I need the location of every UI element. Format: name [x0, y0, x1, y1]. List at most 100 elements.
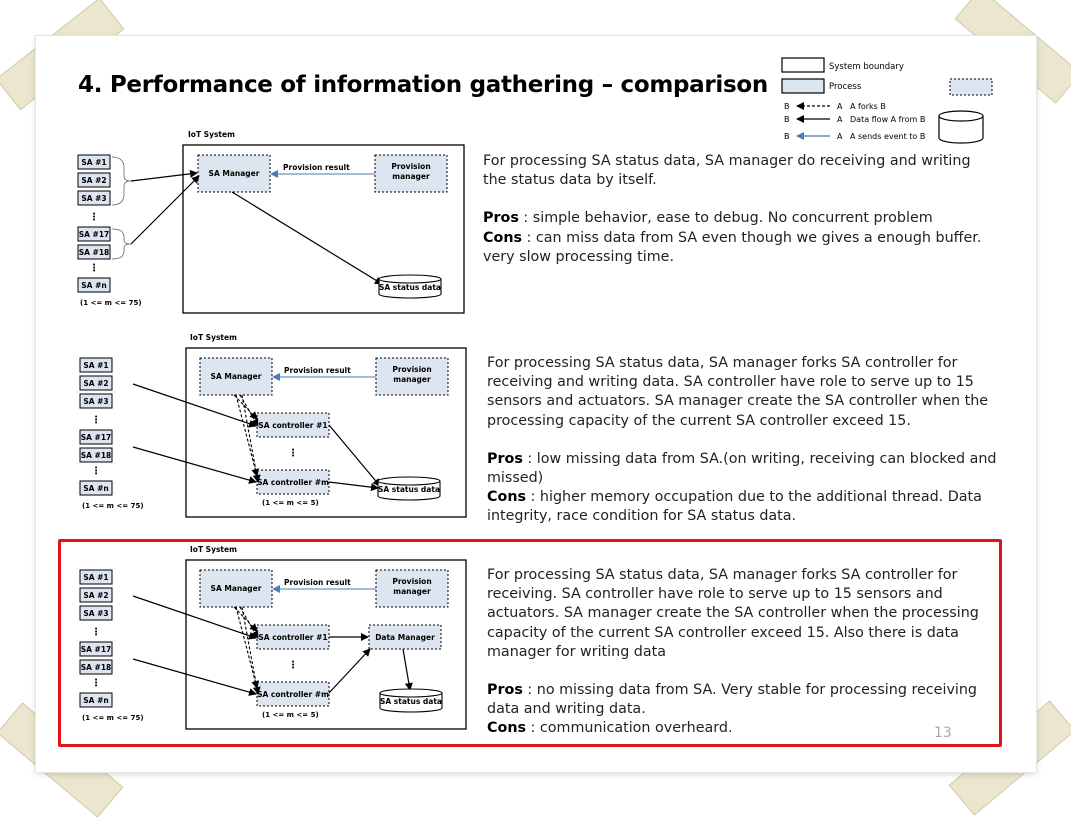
provision-result-label: Provision result [283, 163, 350, 172]
cons-line: Cons : communication overheard. [487, 719, 992, 738]
sa-box [79, 375, 113, 391]
sa-box [77, 244, 111, 260]
provision-manager-box [375, 357, 449, 396]
sa-box [79, 569, 113, 585]
controller-range-label: (1 <= m <= 5) [262, 711, 319, 719]
sa-label: SA #3 [83, 609, 108, 618]
ellipsis-dots: ⋮ [91, 678, 101, 689]
sa-flow-arrow [132, 446, 257, 484]
sa-label: SA #17 [79, 230, 110, 239]
sa-label: SA #1 [83, 573, 108, 582]
sa-flow-arrow [132, 658, 257, 696]
sa-list: SA #1 SA #2 SA #3 ⋮ SA #17 SA #18 ⋮ SA #… [79, 357, 144, 510]
legend-fork-b: B [784, 102, 790, 111]
sa-label: SA #17 [81, 433, 112, 442]
sa-label: SA #18 [81, 451, 112, 460]
ellipsis-dots: ⋮ [89, 263, 99, 274]
provision-result-label: Provision result [284, 578, 351, 587]
cons-label: Cons [487, 489, 527, 506]
system-label: IoT System [190, 545, 237, 554]
sa-list: SA #1 SA #2 SA #3 ⋮ SA #17 SA #18 ⋮ SA #… [77, 154, 142, 307]
sa-box [77, 277, 111, 293]
sa-flow-arrow [132, 383, 257, 428]
sa-label: SA #17 [81, 645, 112, 654]
cons-label: Cons [487, 720, 527, 737]
sa-status-datastore [378, 274, 442, 299]
cons-line: Cons : can miss data from SA even though… [483, 229, 993, 267]
pros-label: Pros [487, 682, 523, 699]
legend-flow-a: A [837, 115, 843, 124]
sa-flow-arrow [130, 175, 200, 245]
sa-label: SA #3 [83, 397, 108, 406]
fork-arrow [235, 606, 260, 689]
cons-text: : higher memory occupation due to the ad… [487, 489, 982, 525]
sa-manager-box [197, 154, 271, 193]
sa-label: SA #1 [81, 158, 106, 167]
legend-flow-b: B [784, 115, 790, 124]
pros-line: Pros : simple behavior, ease to debug. N… [483, 209, 993, 228]
sa-box [77, 226, 111, 242]
sa-box [79, 447, 113, 463]
legend-process-label: Process [829, 82, 862, 92]
diagram-3: IoT System SA #1 SA #2 SA #3 ⋮ SA #17 SA… [79, 545, 467, 730]
cons-label: Cons [483, 229, 523, 246]
sa-controller-1-label: SA controller #1 [258, 633, 327, 642]
diagram-2: IoT System SA #1 SA #2 SA #3 ⋮ SA #17 SA… [79, 333, 467, 518]
legend: System boundary Process B A A forks B B … [781, 57, 993, 144]
pros-text: : simple behavior, ease to debug. No con… [518, 210, 933, 227]
highlight-frame [58, 539, 1002, 747]
provision-manager-label: Provision manager [392, 577, 432, 596]
sa-status-datastore [379, 688, 443, 713]
provision-manager-label: Provision manager [391, 162, 431, 181]
sa-status-label: SA status data [380, 697, 442, 706]
legend-event-label: A sends event to B [850, 132, 925, 141]
sa-box [79, 357, 113, 373]
sa-controller-m-label: SA controller #m [257, 478, 329, 487]
sa-list: SA #1 SA #2 SA #3 ⋮ SA #17 SA #18 ⋮ SA #… [79, 569, 144, 722]
pros-label: Pros [487, 450, 523, 467]
sa-box [79, 692, 113, 708]
data-manager-arrow [328, 648, 371, 694]
sa-flow-arrow [132, 595, 257, 640]
legend-process-swatch-dotted [949, 78, 993, 96]
sa-controller-m-box [256, 469, 330, 495]
sa-label: SA #2 [83, 591, 108, 600]
sa-label: SA #3 [81, 194, 106, 203]
ellipsis-dots: ⋮ [91, 466, 101, 477]
ellipsis-dots: ⋮ [288, 660, 298, 671]
legend-fork-label: A forks B [850, 102, 886, 111]
fork-arrow [235, 394, 260, 477]
pros-text: : no missing data from SA. Very stable f… [487, 682, 978, 718]
diagram-1: IoT System SA #1 SA #2 SA #3 ⋮ SA #17 SA… [77, 130, 465, 314]
sa-status-datastore [377, 476, 441, 501]
legend-system-boundary-swatch [781, 57, 825, 73]
data-manager-label: Data Manager [375, 633, 435, 642]
provision-manager-box [374, 154, 448, 193]
cons-text: : communication overheard. [526, 720, 733, 737]
legend-fork-a: A [837, 102, 843, 111]
pros-line: Pros : low missing data from SA.(on writ… [487, 450, 997, 488]
sa-box [77, 190, 111, 206]
sa-label: SA #n [81, 281, 106, 290]
sa-label: SA #2 [83, 379, 108, 388]
pros-line: Pros : no missing data from SA. Very sta… [487, 681, 992, 719]
data-manager-box [368, 624, 442, 650]
sa-status-label: SA status data [379, 283, 441, 292]
cons-text: : can miss data from SA even though we g… [483, 229, 982, 265]
range-label: (1 <= m <= 75) [80, 299, 142, 307]
legend-system-boundary-label: System boundary [829, 62, 904, 72]
sa-label: SA #1 [83, 361, 108, 370]
sa-controller-1-label: SA controller #1 [258, 421, 327, 430]
sa-box [79, 429, 113, 445]
sa-box [79, 659, 113, 675]
fork-arrow [233, 606, 258, 632]
sa-label: SA #18 [81, 663, 112, 672]
pros-text: : low missing data from SA.(on writing, … [487, 450, 997, 487]
description-1: For processing SA status data, SA manage… [483, 152, 993, 267]
legend-event-a: A [837, 132, 843, 141]
controller-range-label: (1 <= m <= 5) [262, 499, 319, 507]
description-3: For processing SA status data, SA manage… [487, 566, 992, 739]
sa-manager-label: SA Manager [211, 372, 262, 381]
range-label: (1 <= m <= 75) [82, 714, 144, 722]
